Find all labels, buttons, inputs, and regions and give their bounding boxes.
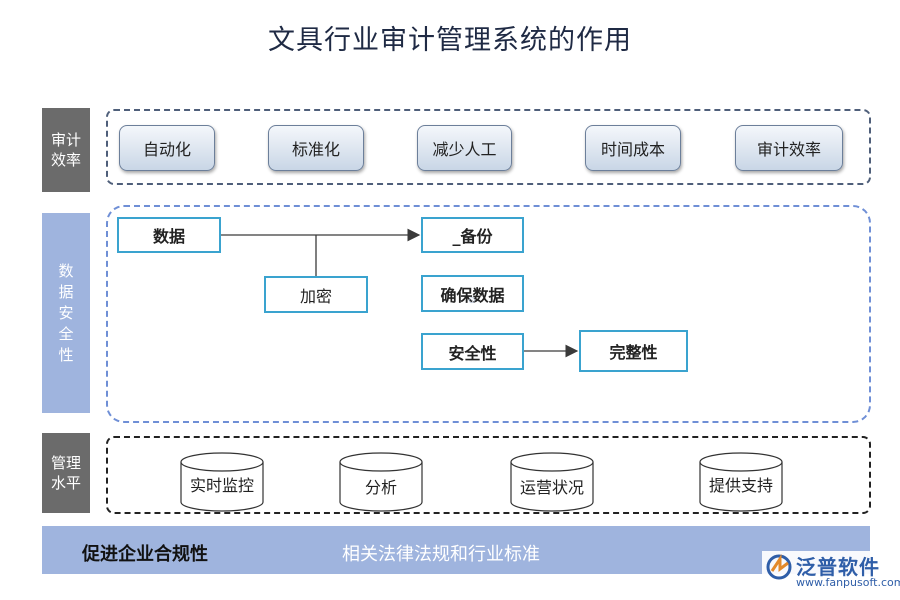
diagram-title: 文具行业审计管理系统的作用 xyxy=(268,25,632,56)
cylinder-provide-support xyxy=(699,452,783,512)
brand-logo-icon xyxy=(766,554,792,580)
cylinder-label-analysis: 分析 xyxy=(364,478,397,497)
node-ensure-data: 确保数据 xyxy=(421,275,524,312)
pill-time-cost: 时间成本 xyxy=(585,125,681,171)
pill-automation: 自动化 xyxy=(119,125,215,171)
cylinder-label-operation-status: 运营状况 xyxy=(519,478,584,497)
node-data: 数据 xyxy=(117,217,221,253)
cylinder-label-provide-support: 提供支持 xyxy=(708,476,773,495)
section-label-text: 审计效率 xyxy=(50,131,81,169)
node-encrypt: 加密 xyxy=(264,276,368,313)
compliance-heading: 促进企业合规性 xyxy=(82,544,208,565)
compliance-subtext: 相关法律法规和行业标准 xyxy=(342,544,540,565)
compliance-bar xyxy=(42,526,870,574)
section-label-data-security: 数据安全性 xyxy=(42,213,90,413)
pill-standardization: 标准化 xyxy=(268,125,364,171)
pill-audit-efficiency: 审计效率 xyxy=(735,125,843,171)
data-security-panel xyxy=(106,205,871,423)
faint-watermark: ⊙ xyxy=(468,296,476,306)
brand-url: www.fanpusoft.com xyxy=(796,576,900,589)
pill-reduce-labor: 减少人工 xyxy=(417,125,512,171)
cylinder-realtime-monitoring xyxy=(180,452,264,512)
section-label-text: 数据安全性 xyxy=(58,261,74,364)
section-label-text: 管理水平 xyxy=(50,454,81,492)
audit-efficiency-panel xyxy=(106,109,871,185)
node-security: 安全性 xyxy=(421,333,524,370)
node-integrity: 完整性 xyxy=(579,330,688,372)
brand-watermark: 泛普软件 www.fanpusoft.com xyxy=(762,551,900,593)
section-label-audit-efficiency: 审计效率 xyxy=(42,108,90,192)
section-label-management-level: 管理水平 xyxy=(42,433,90,513)
cylinder-operation-status xyxy=(510,452,594,512)
node-backup: _备份 xyxy=(421,217,524,253)
management-level-panel xyxy=(106,436,871,514)
cylinder-analysis xyxy=(339,452,423,512)
cylinder-label-realtime-monitoring: 实时监控 xyxy=(189,476,254,495)
brand-name: 泛普软件 xyxy=(796,555,880,579)
